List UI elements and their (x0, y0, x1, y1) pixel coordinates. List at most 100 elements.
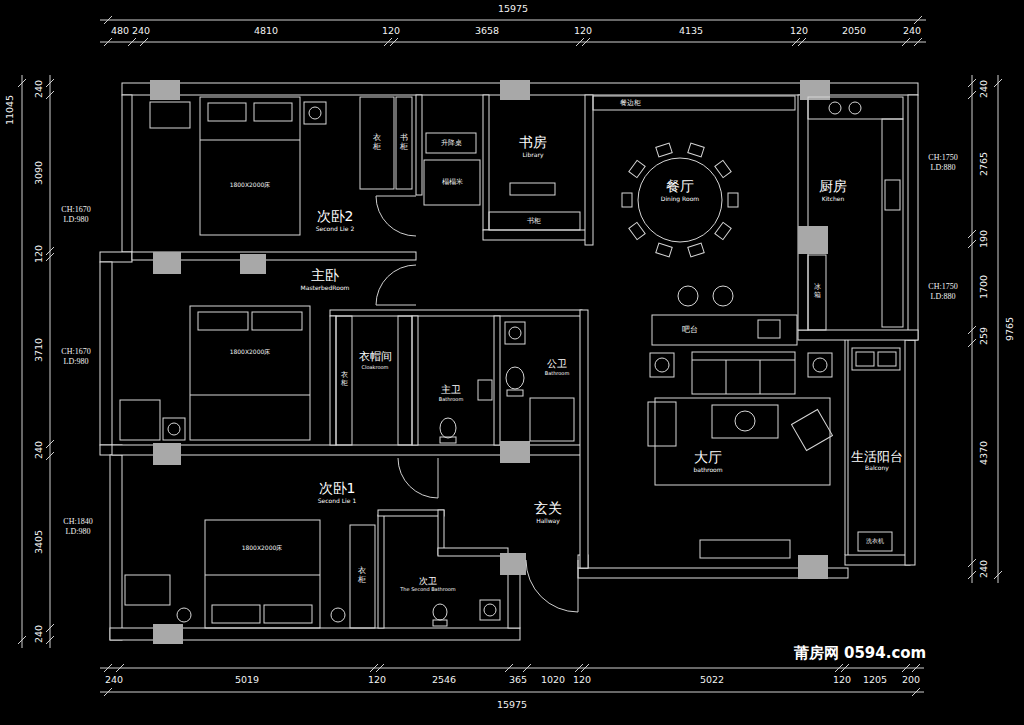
furniture (208, 103, 246, 121)
furniture (688, 243, 704, 257)
furniture (120, 96, 903, 628)
room-label: 餐厅Dining Room (661, 178, 699, 202)
furniture-label: 升降桌 (441, 140, 462, 147)
wall (412, 316, 418, 445)
furniture (120, 400, 160, 440)
furniture (480, 600, 500, 620)
furniture-label: 衣柜 (373, 134, 381, 152)
wall (908, 95, 918, 340)
furniture (808, 255, 826, 330)
structural-column (150, 80, 830, 644)
room-name-en: Hallway (534, 517, 562, 524)
dimension-line (972, 75, 998, 583)
balcony-glass (845, 340, 846, 555)
furniture (433, 620, 447, 626)
dimension-line (104, 38, 922, 46)
furniture (304, 102, 326, 124)
furniture (758, 320, 780, 338)
furniture-label: 1800X2000床 (242, 545, 283, 551)
furniture-label: 洗衣机 (866, 538, 884, 544)
furniture (622, 193, 632, 207)
furniture-label: 餐边柜 (620, 100, 641, 107)
dimension-line (104, 664, 920, 672)
furniture (728, 193, 738, 207)
dimension-text: 240 (34, 441, 44, 459)
furniture (638, 158, 722, 242)
furniture (648, 402, 676, 446)
wall (110, 455, 122, 640)
room-name: 次卧1 (318, 480, 356, 497)
furniture (484, 604, 496, 616)
room-name-en: Dining Room (661, 195, 699, 202)
balcony-glass (848, 340, 849, 555)
structural-column (150, 80, 180, 100)
furniture (808, 353, 832, 377)
furniture (688, 143, 704, 157)
room-name: 餐厅 (661, 178, 699, 195)
room-name-en: Second Lie 1 (318, 497, 356, 504)
dimension-text: 120 (574, 26, 592, 36)
room-label: 厨房Kitchen (819, 178, 847, 202)
room-name-en: Balcony (851, 464, 903, 471)
dimension-text: 1205 (863, 675, 887, 685)
furniture (190, 395, 310, 396)
furniture (426, 133, 476, 153)
room-label: 衣帽间Cloakroom (359, 350, 392, 369)
door-swing (376, 196, 416, 236)
room-name-en: Library (519, 151, 547, 158)
dimension-text: 120 (833, 675, 851, 685)
furniture (878, 352, 896, 366)
dimension-line (46, 79, 54, 644)
dimension-line (100, 20, 926, 42)
room-name-en: The Second Bathroom (400, 586, 455, 592)
dimension-text: 5022 (700, 675, 724, 685)
structural-column (153, 252, 181, 274)
furniture (509, 327, 521, 339)
room-label: 次卫The Second Bathroom (400, 576, 455, 593)
furniture (350, 525, 375, 628)
furniture (254, 103, 292, 121)
dimension-text: 240 (979, 560, 989, 578)
furniture (629, 160, 645, 177)
room-label: 书房Library (519, 134, 547, 158)
furniture-label: 吧台 (682, 326, 698, 334)
room-label: 次卧1Second Lie 1 (318, 480, 356, 504)
room-name: 公卫 (545, 358, 570, 370)
structural-column (798, 555, 828, 579)
dimension-line (18, 79, 26, 644)
wall (100, 252, 132, 262)
dimension-text: 240 (903, 26, 921, 36)
room-name-en: Bathroom (545, 370, 570, 376)
wall (483, 230, 588, 240)
furniture (692, 352, 795, 394)
dimension-text: 3710 (34, 338, 44, 362)
furniture-label: 榻榻米 (442, 179, 463, 186)
furniture (808, 97, 903, 119)
dimension-text: 120 (790, 26, 808, 36)
structural-column (240, 254, 266, 274)
wall (798, 330, 918, 340)
dimension-text: 11045 (5, 95, 15, 125)
wall (845, 555, 910, 565)
dimension-text: 240 (979, 80, 989, 98)
room-name-en: Bathroom (439, 396, 464, 402)
furniture (125, 575, 170, 605)
room-label: 玄关Hallway (534, 500, 562, 524)
room-name: 生活阳台 (851, 449, 903, 465)
wall (378, 515, 384, 628)
window-note: CH:1840 LD:980 (55, 517, 101, 536)
dimension-line (994, 79, 1002, 579)
furniture (712, 405, 778, 438)
furniture-label: 衣柜 (358, 567, 366, 585)
furniture (849, 102, 861, 114)
furniture (506, 367, 524, 389)
dimension-text: 120 (382, 26, 400, 36)
furniture (150, 102, 190, 128)
watermark: 莆房网 0594.com (794, 646, 927, 661)
furniture (715, 160, 731, 177)
furniture (656, 243, 672, 257)
furniture (692, 360, 795, 361)
dimension-text: 1020 (541, 675, 565, 685)
furniture (163, 418, 185, 440)
furniture (852, 348, 900, 370)
